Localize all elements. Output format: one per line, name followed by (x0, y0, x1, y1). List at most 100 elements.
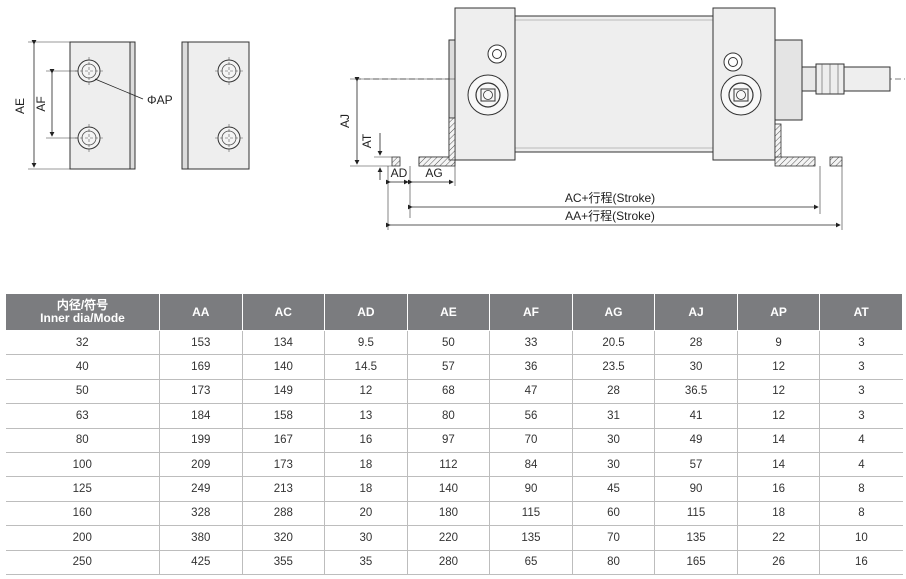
table-cell: 36 (489, 354, 573, 380)
table-cell: 173 (242, 452, 326, 478)
table-cell: 9.5 (324, 330, 408, 356)
header-aa: AA (159, 293, 243, 331)
ad-label: AD (391, 166, 408, 180)
flange-front-view (28, 40, 144, 170)
table-cell: 14 (737, 428, 821, 453)
table-cell: 140 (407, 476, 491, 502)
table-cell: 20.5 (572, 330, 656, 356)
table-cell-inner-dia: 63 (5, 403, 160, 429)
table-cell: 80 (572, 550, 656, 575)
aj-label: AJ (338, 114, 352, 128)
header-inner-dia: 内径/符号 Inner dia/Mode (5, 293, 160, 331)
table-cell: 184 (159, 403, 243, 429)
table-cell: 47 (489, 379, 573, 405)
table-cell-inner-dia: 80 (5, 428, 160, 453)
table-cell: 30 (572, 428, 656, 453)
table-cell: 68 (407, 379, 491, 405)
table-cell: 80 (407, 403, 491, 429)
table-cell: 380 (159, 525, 243, 551)
table-cell: 3 (819, 330, 903, 356)
table-cell: 249 (159, 476, 243, 502)
table-cell: 57 (654, 452, 738, 478)
header-at: AT (819, 293, 903, 331)
table-cell: 90 (489, 476, 573, 502)
header-inner-dia-zh: 内径/符号 (56, 298, 109, 312)
header-ap: AP (736, 293, 821, 331)
table-cell: 30 (324, 525, 408, 551)
table-cell: 115 (654, 501, 738, 527)
table-cell: 3 (819, 379, 903, 405)
table-cell: 3 (819, 403, 903, 429)
table-header-row: 内径/符号 Inner dia/Mode AA AC AD AE AF AG A… (5, 293, 903, 331)
table-cell: 70 (572, 525, 656, 551)
cylinder-side-view (350, 7, 905, 230)
table-cell-inner-dia: 160 (5, 501, 160, 527)
ae-label: AE (13, 98, 27, 114)
table-cell: 50 (407, 330, 491, 356)
table-cell: 12 (737, 354, 821, 380)
table-cell: 26 (737, 550, 821, 575)
ag-label: AG (425, 166, 442, 180)
header-ae: AE (406, 293, 491, 331)
table-cell: 31 (572, 403, 656, 429)
table-cell-inner-dia: 40 (5, 354, 160, 380)
table-cell: 8 (819, 501, 903, 527)
table-cell: 135 (654, 525, 738, 551)
table-cell: 18 (324, 476, 408, 502)
header-ag: AG (571, 293, 656, 331)
table-cell: 4 (819, 428, 903, 453)
table-cell: 16 (324, 428, 408, 453)
table-cell: 288 (242, 501, 326, 527)
table-cell: 45 (572, 476, 656, 502)
table-cell: 30 (572, 452, 656, 478)
table-cell: 140 (242, 354, 326, 380)
table-cell: 180 (407, 501, 491, 527)
dimension-table: 内径/符号 Inner dia/Mode AA AC AD AE AF AG A… (5, 293, 903, 575)
table-cell: 169 (159, 354, 243, 380)
at-label: AT (360, 133, 374, 148)
table-cell: 9 (737, 330, 821, 356)
table-cell: 35 (324, 550, 408, 575)
table-cell: 16 (819, 550, 903, 575)
table-cell: 14 (737, 452, 821, 478)
table-cell: 57 (407, 354, 491, 380)
table-cell: 135 (489, 525, 573, 551)
table-cell: 8 (819, 476, 903, 502)
table-cell: 13 (324, 403, 408, 429)
table-cell: 199 (159, 428, 243, 453)
table-cell: 280 (407, 550, 491, 575)
table-cell: 149 (242, 379, 326, 405)
table-cell: 209 (159, 452, 243, 478)
header-inner-dia-en: Inner dia/Mode (40, 311, 125, 325)
header-af: AF (489, 293, 573, 331)
table-cell: 56 (489, 403, 573, 429)
table-cell: 84 (489, 452, 573, 478)
table-cell: 153 (159, 330, 243, 356)
aa-stroke-label: AA+行程(Stroke) (565, 208, 655, 223)
table-cell: 23.5 (572, 354, 656, 380)
table-cell: 16 (737, 476, 821, 502)
table-cell: 12 (324, 379, 408, 405)
table-cell: 173 (159, 379, 243, 405)
table-cell: 18 (324, 452, 408, 478)
table-cell: 115 (489, 501, 573, 527)
ac-stroke-label: AC+行程(Stroke) (565, 190, 655, 205)
table-cell: 97 (407, 428, 491, 453)
table-cell: 12 (737, 379, 821, 405)
table-cell: 30 (654, 354, 738, 380)
table-cell: 33 (489, 330, 573, 356)
table-cell: 165 (654, 550, 738, 575)
table-cell: 12 (737, 403, 821, 429)
table-cell: 49 (654, 428, 738, 453)
table-cell: 220 (407, 525, 491, 551)
table-cell-inner-dia: 50 (5, 379, 160, 405)
table-cell: 18 (737, 501, 821, 527)
